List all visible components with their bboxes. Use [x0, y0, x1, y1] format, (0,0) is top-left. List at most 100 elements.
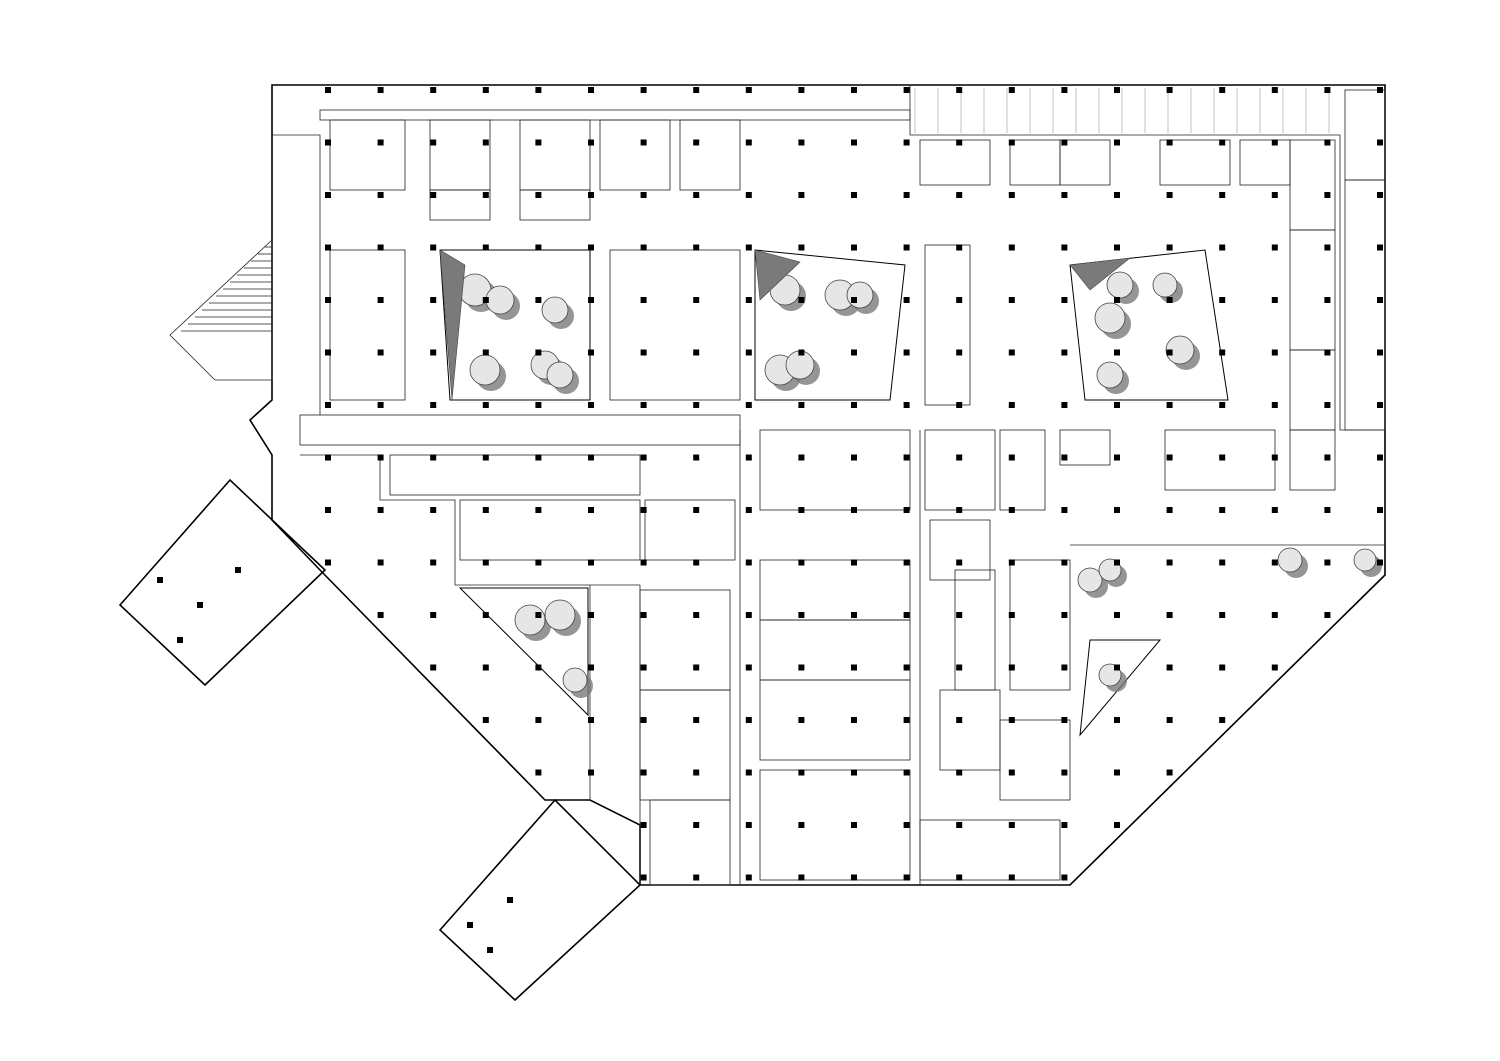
building-outline [118, 84, 1386, 1002]
column [956, 769, 963, 776]
column [1061, 612, 1068, 618]
column [325, 192, 331, 198]
column [903, 297, 910, 303]
column [1377, 297, 1383, 303]
column [1271, 192, 1278, 198]
room [1344, 179, 1386, 431]
room [1289, 429, 1336, 491]
column [1061, 139, 1068, 146]
tree [1277, 547, 1303, 573]
column [1166, 87, 1173, 93]
room [519, 189, 591, 221]
column [1219, 717, 1226, 723]
column [1377, 87, 1383, 93]
column [588, 717, 594, 723]
column [1324, 612, 1331, 618]
room [919, 139, 991, 186]
column [430, 612, 437, 618]
column [745, 244, 752, 251]
room [649, 799, 731, 886]
column [1114, 454, 1120, 461]
column [1008, 139, 1015, 146]
column [588, 454, 594, 461]
column [1061, 717, 1068, 723]
column [1061, 297, 1068, 303]
column [430, 192, 437, 198]
column [956, 717, 963, 723]
column [1219, 87, 1226, 93]
column [535, 717, 542, 723]
tree [1094, 302, 1126, 334]
room [519, 119, 591, 191]
column [1271, 507, 1278, 513]
room [1159, 139, 1231, 186]
tree [1077, 567, 1103, 593]
column [745, 192, 752, 198]
column [1061, 87, 1068, 93]
column [588, 192, 594, 198]
column [1219, 244, 1226, 251]
column [430, 402, 437, 408]
column [1377, 244, 1383, 251]
column [1114, 717, 1120, 723]
column [956, 244, 963, 251]
column [1061, 402, 1068, 408]
column [798, 297, 805, 303]
column [1271, 349, 1278, 356]
column [482, 192, 489, 198]
column [430, 454, 437, 461]
column [956, 874, 963, 881]
column [1377, 192, 1383, 198]
column [482, 454, 489, 461]
tree [514, 604, 546, 636]
column [903, 874, 910, 881]
column [430, 349, 437, 356]
column [798, 454, 805, 461]
column [1219, 454, 1226, 461]
column [693, 192, 700, 198]
column [588, 507, 594, 513]
column [325, 297, 331, 303]
column [798, 192, 805, 198]
column [588, 402, 594, 408]
column [693, 822, 700, 828]
column [903, 822, 910, 828]
column [1271, 454, 1278, 461]
tree [1353, 548, 1377, 572]
column [640, 139, 647, 146]
tree [846, 281, 874, 309]
column [1008, 717, 1015, 723]
column [1377, 349, 1383, 356]
room [759, 769, 911, 881]
main-outline [248, 84, 1386, 886]
column [1324, 349, 1331, 356]
column [798, 822, 805, 828]
column [1008, 349, 1015, 356]
column [956, 402, 963, 408]
column [1219, 507, 1226, 513]
column [1114, 822, 1120, 828]
column [745, 507, 752, 513]
structural-columns [157, 87, 1383, 953]
column [1061, 192, 1068, 198]
south-wing [438, 798, 642, 1002]
column [377, 192, 384, 198]
column [851, 559, 857, 566]
tree [546, 361, 574, 389]
column [640, 664, 647, 671]
column [482, 507, 489, 513]
column [640, 507, 647, 513]
column [956, 87, 963, 93]
column [1114, 402, 1120, 408]
column [1324, 87, 1331, 93]
column [482, 297, 489, 303]
room [1289, 139, 1336, 231]
column [745, 717, 752, 723]
column [325, 454, 331, 461]
column [377, 559, 384, 566]
column [377, 507, 384, 513]
column [1114, 297, 1120, 303]
column [482, 139, 489, 146]
column [903, 769, 910, 776]
column [1114, 87, 1120, 93]
